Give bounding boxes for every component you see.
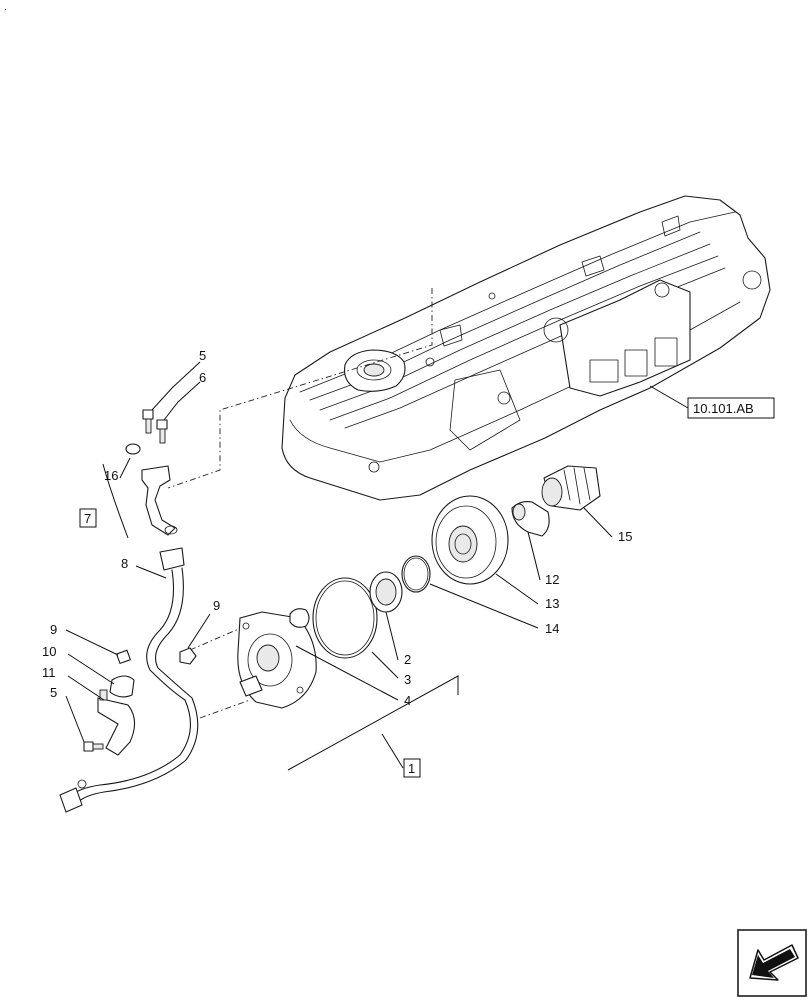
valve-cover	[281, 195, 771, 501]
callout-10: 10	[42, 644, 56, 659]
seal-2	[369, 571, 403, 613]
elbow-fitting	[141, 465, 178, 536]
callout-2: 2	[404, 652, 411, 667]
alignment-guides	[167, 288, 433, 719]
callout-15: 15	[618, 529, 632, 544]
oil-tube	[59, 547, 199, 813]
ref-box-7	[79, 508, 97, 528]
bolt-5-upper	[142, 409, 154, 434]
callout-14: 14	[545, 621, 559, 636]
callout-8: 8	[121, 556, 128, 571]
bolt-6	[156, 419, 168, 444]
callout-4: 4	[404, 693, 411, 708]
corner-mark: .	[4, 2, 7, 13]
callout-6: 6	[199, 370, 206, 385]
adapter-15	[541, 465, 601, 511]
reference-label[interactable]: 10.101.AB	[693, 401, 754, 416]
callout-13: 13	[545, 596, 559, 611]
callout-16: 16	[104, 468, 118, 483]
callout-9-left: 9	[50, 622, 57, 637]
o-ring-3	[312, 577, 378, 659]
o-ring-16	[125, 443, 141, 455]
leader-lines	[65, 361, 689, 771]
callout-1: 1	[408, 761, 415, 776]
nut-9-right	[179, 647, 197, 665]
callout-5-upper: 5	[199, 348, 206, 363]
reference-label-box	[687, 397, 775, 419]
callout-5-lower: 5	[50, 685, 57, 700]
callout-3: 3	[404, 672, 411, 687]
o-ring-3-inner	[315, 580, 375, 656]
pulley-13	[431, 495, 509, 585]
callout-7: 7	[84, 511, 91, 526]
next-page-arrow-icon[interactable]	[737, 929, 807, 997]
nut-9-left	[116, 649, 131, 664]
clamp-10	[109, 675, 135, 698]
sleeve-12	[511, 501, 550, 537]
ring-14	[401, 555, 431, 593]
bolt-5-lower	[83, 741, 104, 752]
ref-box-1	[403, 758, 421, 778]
cover-plate-4	[237, 608, 317, 709]
callout-11: 11	[42, 665, 56, 680]
callout-12: 12	[545, 572, 559, 587]
callout-9-right: 9	[213, 598, 220, 613]
